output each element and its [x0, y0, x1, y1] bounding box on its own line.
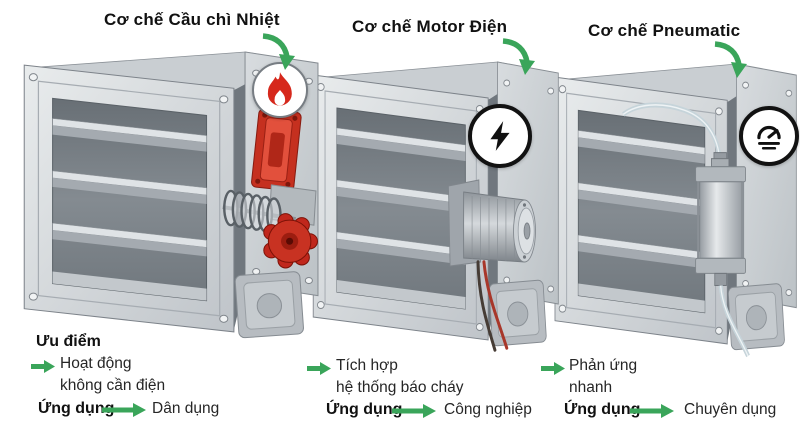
panel-title-thermal: Cơ chế Cầu chì Nhiệt	[104, 10, 280, 29]
curved-arrow-down-icon	[502, 38, 535, 75]
advantage-text-line2: hệ thống báo cháy	[336, 379, 464, 396]
thermal-damper-illustration	[23, 51, 319, 339]
application-label: Ứng dụng	[38, 400, 115, 417]
electric-motor	[448, 179, 536, 352]
green-arrow-icon	[102, 403, 146, 417]
green-arrow-icon	[31, 360, 55, 373]
pneumatic-cylinder	[622, 102, 750, 358]
curved-arrow-down-icon	[262, 33, 295, 70]
application-text: Công nghiệp	[444, 401, 532, 418]
motor-damper-illustration	[312, 61, 559, 352]
curved-arrow-down-icon	[714, 41, 747, 78]
red-handwheel	[263, 213, 318, 269]
application-text: Dân dụng	[152, 400, 220, 417]
advantage-label: Ưu điểm	[36, 333, 101, 350]
green-arrow-icon	[541, 362, 565, 375]
thermal-fuse-mechanism	[222, 108, 318, 269]
application-label: Ứng dụng	[326, 401, 403, 418]
application-text: Chuyên dụng	[684, 401, 777, 418]
pneumatic-damper-illustration	[554, 63, 797, 358]
advantage-text-line1: Hoạt động	[60, 355, 132, 372]
gauge-icon	[739, 106, 799, 166]
panel-title-pneumatic: Cơ chế Pneumatic	[588, 21, 741, 40]
advantage-text-line2: không cần điện	[60, 377, 166, 394]
flame-icon	[252, 62, 308, 118]
advantage-text-line2: nhanh	[569, 379, 613, 396]
advantage-text-line1: Tích hợp	[336, 357, 398, 374]
green-arrow-icon	[630, 404, 674, 418]
green-arrow-icon	[307, 362, 331, 375]
green-arrow-icon	[392, 404, 436, 418]
lightning-icon	[468, 104, 532, 168]
advantage-text-line1: Phản ứng	[569, 357, 638, 374]
panel-title-motor: Cơ chế Motor Điện	[352, 17, 508, 36]
application-label: Ứng dụng	[564, 401, 641, 418]
